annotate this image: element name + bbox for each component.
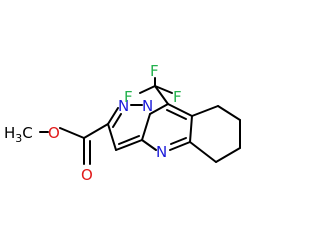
bond-c8a-c9-double [166, 109, 187, 120]
atom-n-bridge: N [142, 97, 153, 115]
bond-c6-c5 [215, 147, 241, 163]
bonds [39, 77, 241, 165]
bond-cf3-f-right [154, 85, 173, 94]
molecule-structure: H3C O O N N N F F F [4, 62, 241, 184]
bond-c9-cf3 [154, 85, 169, 105]
bond-c2-n1 [107, 107, 119, 125]
atom-f-right: F [173, 88, 182, 106]
atom-ch3: H3C [4, 124, 33, 145]
atom-n-pyrimidine: N [156, 143, 167, 161]
bond-c2-n1-double [112, 113, 122, 128]
atom-n-pyrazole: N [118, 97, 129, 115]
bond-n4-c4a-double [170, 137, 187, 145]
bond-c3-c3a-double [118, 135, 140, 145]
bond-c3-c3a [115, 139, 143, 151]
bond-c3a-n4 [141, 139, 157, 151]
bond-c8a-c9 [167, 103, 193, 117]
bond-c2-c3 [107, 123, 117, 151]
bond-n4-c4a [169, 141, 191, 151]
bond-c8-c7 [217, 105, 241, 121]
bond-c5-c4a [189, 141, 217, 163]
bond-cf3-f-left [139, 85, 156, 94]
atom-f-top: F [150, 62, 159, 80]
atom-f-left: F [124, 88, 133, 106]
bond-nbridge-c9 [149, 103, 169, 115]
atom-labels: H3C O O N N N F F F [4, 62, 182, 184]
atom-o-carbonyl: O [81, 166, 93, 184]
bond-carbonyl-c-c2 [83, 123, 109, 139]
bond-c4a-c8a [189, 115, 193, 143]
atom-o-ether: O [48, 124, 60, 142]
bond-o-carbonyl-c [59, 127, 85, 139]
bond-c3a-nbridge [141, 113, 151, 141]
bond-c8a-c8 [191, 105, 219, 117]
